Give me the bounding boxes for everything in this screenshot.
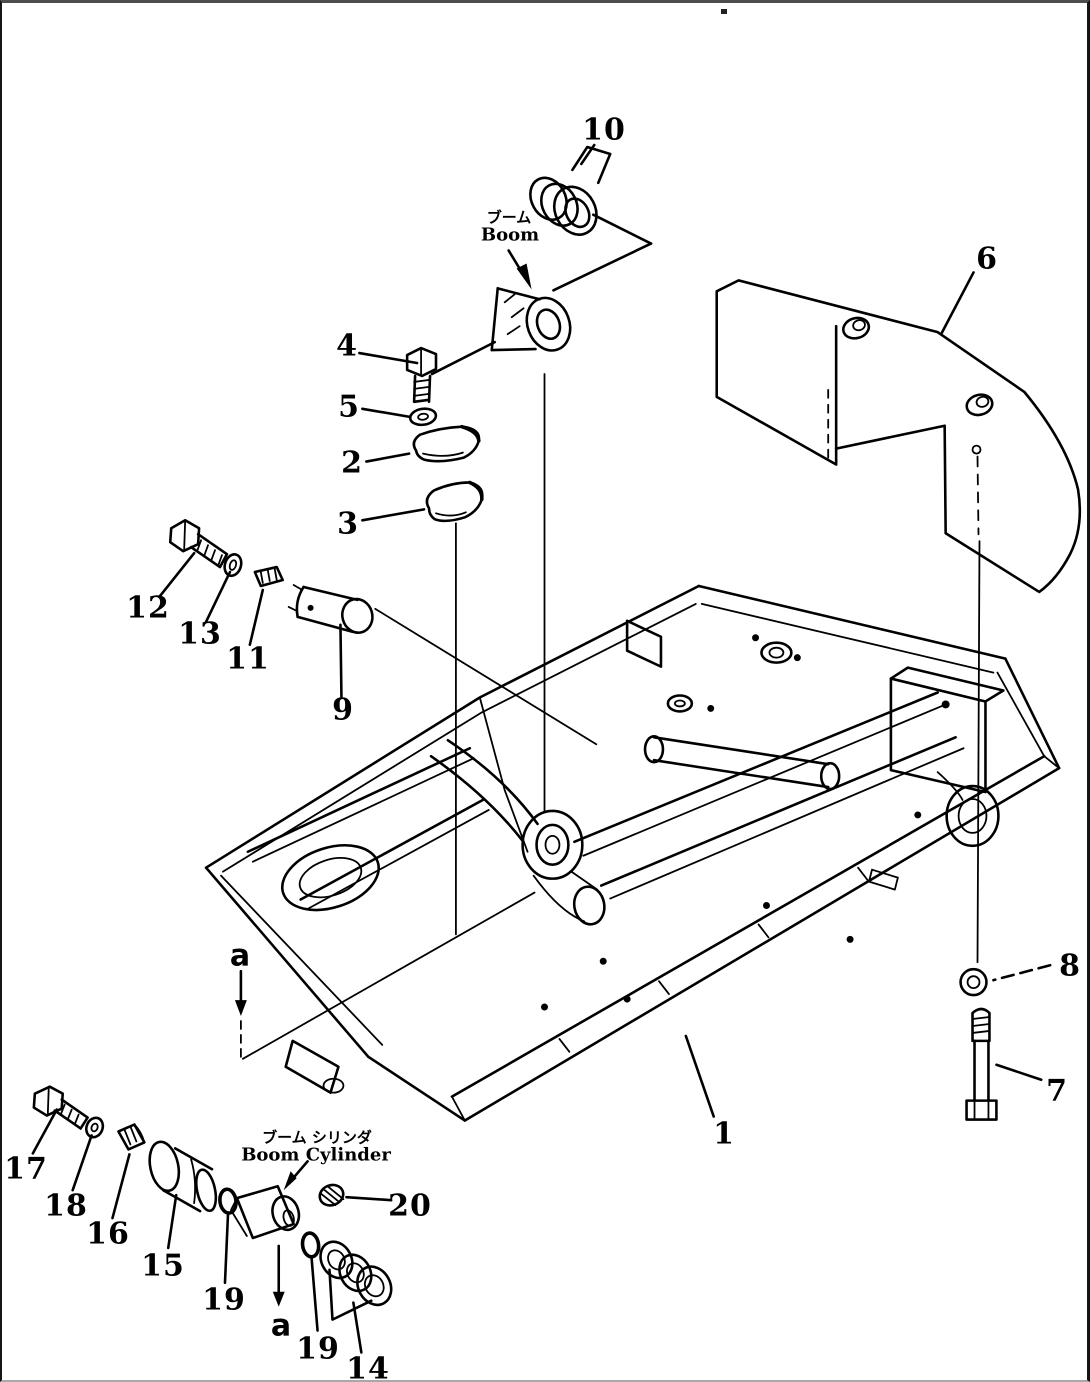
callout-2: 2 bbox=[341, 445, 363, 481]
part-20-plug bbox=[318, 1183, 345, 1207]
section-marker-a-top: a bbox=[229, 938, 251, 974]
callout-8: 8 bbox=[1059, 948, 1081, 984]
callout-1: 1 bbox=[713, 1116, 735, 1152]
callout-15: 15 bbox=[141, 1248, 185, 1284]
callout-14: 14 bbox=[346, 1351, 390, 1382]
callout-3: 3 bbox=[337, 506, 359, 542]
callout-7: 7 bbox=[1046, 1073, 1068, 1109]
boom-cylinder-label-jp: ブーム シリンダ bbox=[262, 1128, 372, 1147]
callout-20: 20 bbox=[388, 1188, 432, 1224]
callout-19a: 19 bbox=[202, 1282, 246, 1318]
part-9-pin bbox=[287, 584, 598, 746]
boom-label-jp: ブーム bbox=[486, 208, 532, 227]
part-11-shim bbox=[253, 565, 285, 588]
callout-12: 12 bbox=[126, 590, 170, 626]
counterweight bbox=[715, 279, 1082, 964]
boom-cylinder-stub bbox=[230, 1160, 309, 1307]
part-14-seal bbox=[319, 1240, 393, 1321]
part-15-pin bbox=[148, 1140, 218, 1213]
part-12-bolt bbox=[168, 518, 229, 569]
part-4-bolt bbox=[405, 346, 438, 404]
part-3-plate bbox=[425, 480, 484, 936]
boom-foot bbox=[430, 249, 572, 813]
callout-6: 6 bbox=[976, 241, 998, 277]
leader-lines bbox=[31, 143, 1052, 1354]
callout-17: 17 bbox=[4, 1151, 48, 1187]
part-8-nut bbox=[959, 967, 988, 997]
part-7-bolt bbox=[965, 1007, 998, 1121]
part-10-grommet bbox=[529, 145, 653, 292]
part-16-bushing bbox=[117, 1123, 146, 1151]
line-art bbox=[31, 143, 1082, 1354]
part-19-oring-2 bbox=[300, 1231, 321, 1259]
part-5-washer bbox=[408, 407, 438, 427]
callout-16: 16 bbox=[86, 1216, 130, 1252]
part-2-plate bbox=[412, 424, 481, 463]
section-marker-a-bottom: a bbox=[270, 1308, 292, 1344]
page-dot bbox=[721, 9, 727, 14]
callout-19b: 19 bbox=[296, 1331, 340, 1367]
callout-9: 9 bbox=[332, 692, 354, 728]
callout-5: 5 bbox=[338, 389, 360, 425]
boom-cylinder-label-en: Boom Cylinder bbox=[241, 1144, 391, 1166]
part-17-bolt bbox=[32, 1085, 89, 1130]
section-line-a bbox=[234, 891, 536, 1060]
callout-11: 11 bbox=[226, 641, 270, 677]
callout-13: 13 bbox=[178, 616, 222, 652]
callout-10: 10 bbox=[582, 112, 626, 148]
boom-label-en: Boom bbox=[480, 224, 540, 246]
revolving-frame bbox=[204, 584, 1061, 1122]
callout-18: 18 bbox=[44, 1188, 88, 1224]
callout-4: 4 bbox=[336, 328, 358, 364]
